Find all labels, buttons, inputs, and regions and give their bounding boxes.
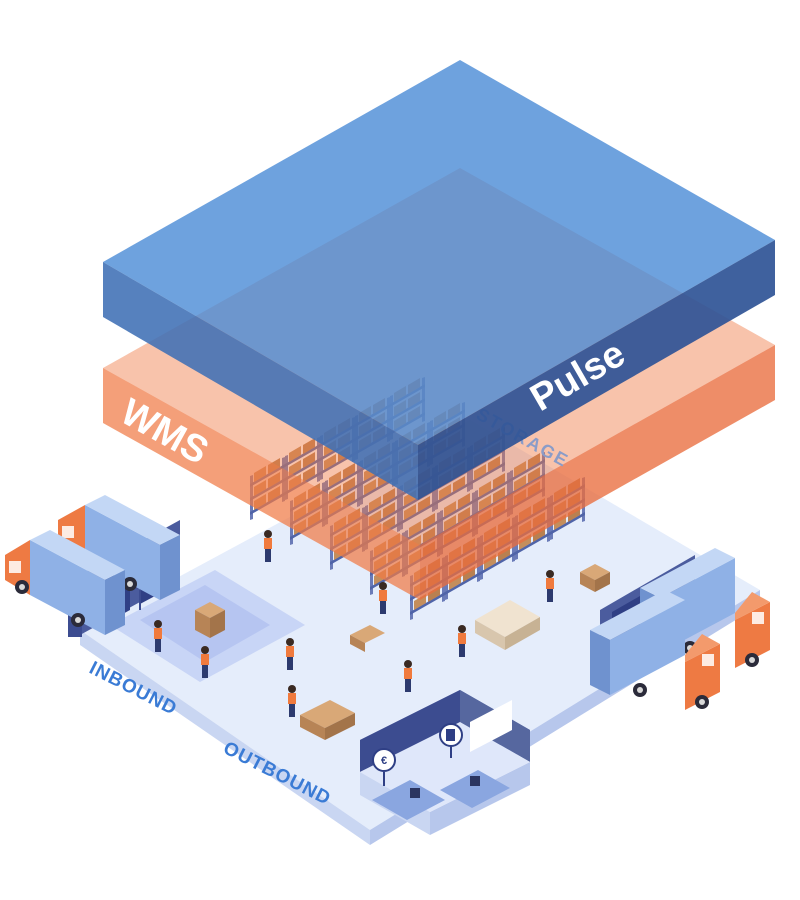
- worker-head: [404, 660, 412, 668]
- worker-figure: [286, 638, 294, 670]
- worker-head: [201, 646, 209, 654]
- worker-figure: [404, 660, 412, 692]
- worker-vest: [404, 668, 412, 679]
- truck-right-front: [590, 590, 720, 710]
- worker-head: [288, 685, 296, 693]
- pallet-boxes: [195, 564, 610, 740]
- office-invoice-sign: [439, 723, 463, 758]
- truck-left-front: [5, 530, 125, 635]
- worker-head: [379, 582, 387, 590]
- worker-head: [154, 620, 162, 628]
- office-euro-sign: €: [372, 748, 396, 786]
- worker-legs: [405, 679, 411, 692]
- worker-legs: [547, 589, 553, 602]
- worker-legs: [202, 665, 208, 678]
- worker-legs: [380, 601, 386, 614]
- worker-head: [546, 570, 554, 578]
- worker-legs: [155, 639, 161, 652]
- worker-head: [264, 530, 272, 538]
- worker-legs: [459, 644, 465, 657]
- worker-figure: [458, 625, 466, 657]
- worker-figure: [288, 685, 296, 717]
- worker-vest: [546, 578, 554, 589]
- worker-figure: [264, 530, 272, 562]
- worker-vest: [379, 590, 387, 601]
- worker-figure: [154, 620, 162, 652]
- worker-head: [286, 638, 294, 646]
- worker-vest: [201, 654, 209, 665]
- worker-vest: [288, 693, 296, 704]
- worker-vest: [264, 538, 272, 549]
- worker-figure: [201, 646, 209, 678]
- worker-legs: [265, 549, 271, 562]
- worker-figure: [546, 570, 554, 602]
- worker-head: [458, 625, 466, 633]
- svg-text:€: €: [381, 755, 387, 767]
- pulse-layer: Pulse: [103, 60, 775, 500]
- worker-legs: [287, 657, 293, 670]
- worker-vest: [154, 628, 162, 639]
- worker-legs: [289, 704, 295, 717]
- worker-vest: [458, 633, 466, 644]
- worker-figure: [379, 582, 387, 614]
- worker-vest: [286, 646, 294, 657]
